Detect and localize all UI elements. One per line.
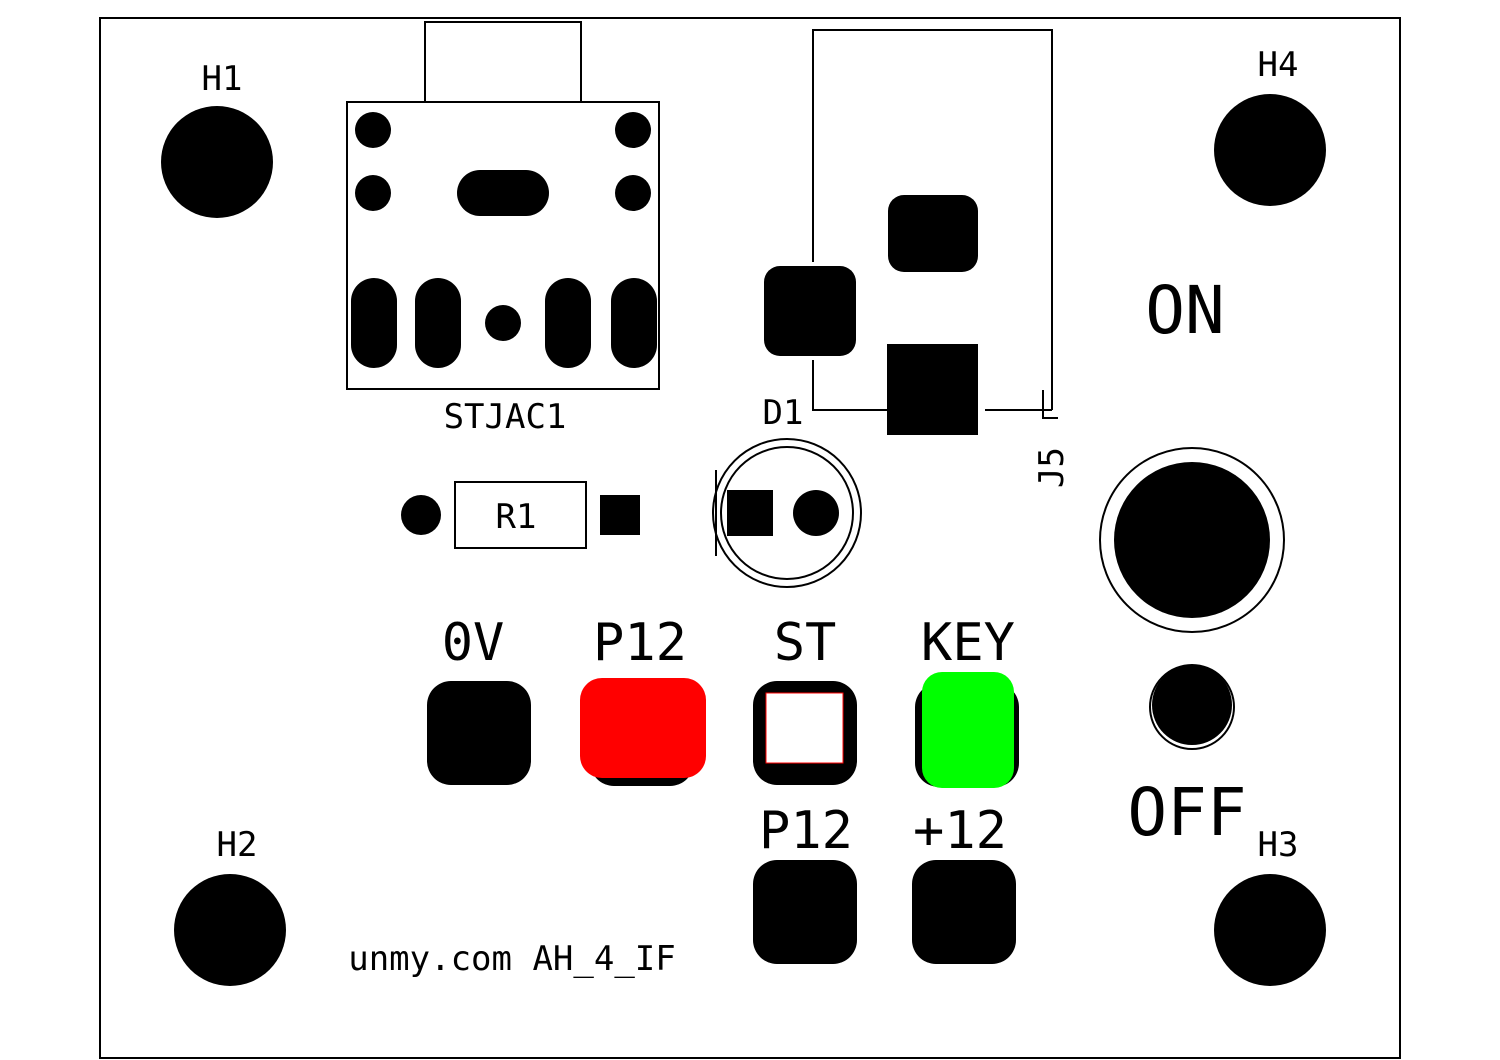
pad-0v	[427, 681, 531, 785]
pad-p12-bottom	[753, 860, 857, 964]
pad-st	[753, 681, 857, 785]
label-h3: H3	[1258, 825, 1299, 865]
switch-label-on: ON	[1145, 272, 1224, 349]
pad-key	[915, 672, 1019, 788]
label-stjac1: STJAC1	[444, 397, 567, 437]
label-j5: J5	[1032, 447, 1072, 488]
pad-label-st: ST	[774, 613, 837, 673]
resistor-r1-footprint	[401, 481, 640, 549]
pad-label-key: KEY	[921, 613, 1015, 673]
mounting-hole-h4	[1214, 94, 1326, 206]
pad-label-p12-bottom: P12	[759, 801, 853, 861]
label-r1: R1	[496, 497, 537, 537]
pad-label-0v: 0V	[442, 613, 505, 673]
connector-j5-footprint	[764, 29, 1058, 435]
diode-d1-footprint	[712, 438, 862, 588]
mounting-hole-h2	[174, 874, 286, 986]
switch-label-off: OFF	[1127, 774, 1246, 851]
pad-plus12	[912, 860, 1016, 964]
pad-label-p12-top: P12	[593, 613, 687, 673]
pad-p12-top	[580, 678, 706, 786]
stereo-jack-footprint	[346, 21, 660, 390]
label-d1: D1	[763, 393, 804, 433]
board-url-text: unmy.com AH_4_IF	[348, 939, 676, 979]
mounting-hole-h1	[161, 106, 273, 218]
power-switch-footprint	[1099, 447, 1285, 750]
label-h1: H1	[202, 59, 243, 99]
label-h4: H4	[1258, 45, 1299, 85]
label-h2: H2	[217, 825, 258, 865]
pad-label-plus12: +12	[913, 801, 1007, 861]
mounting-hole-h3	[1214, 874, 1326, 986]
